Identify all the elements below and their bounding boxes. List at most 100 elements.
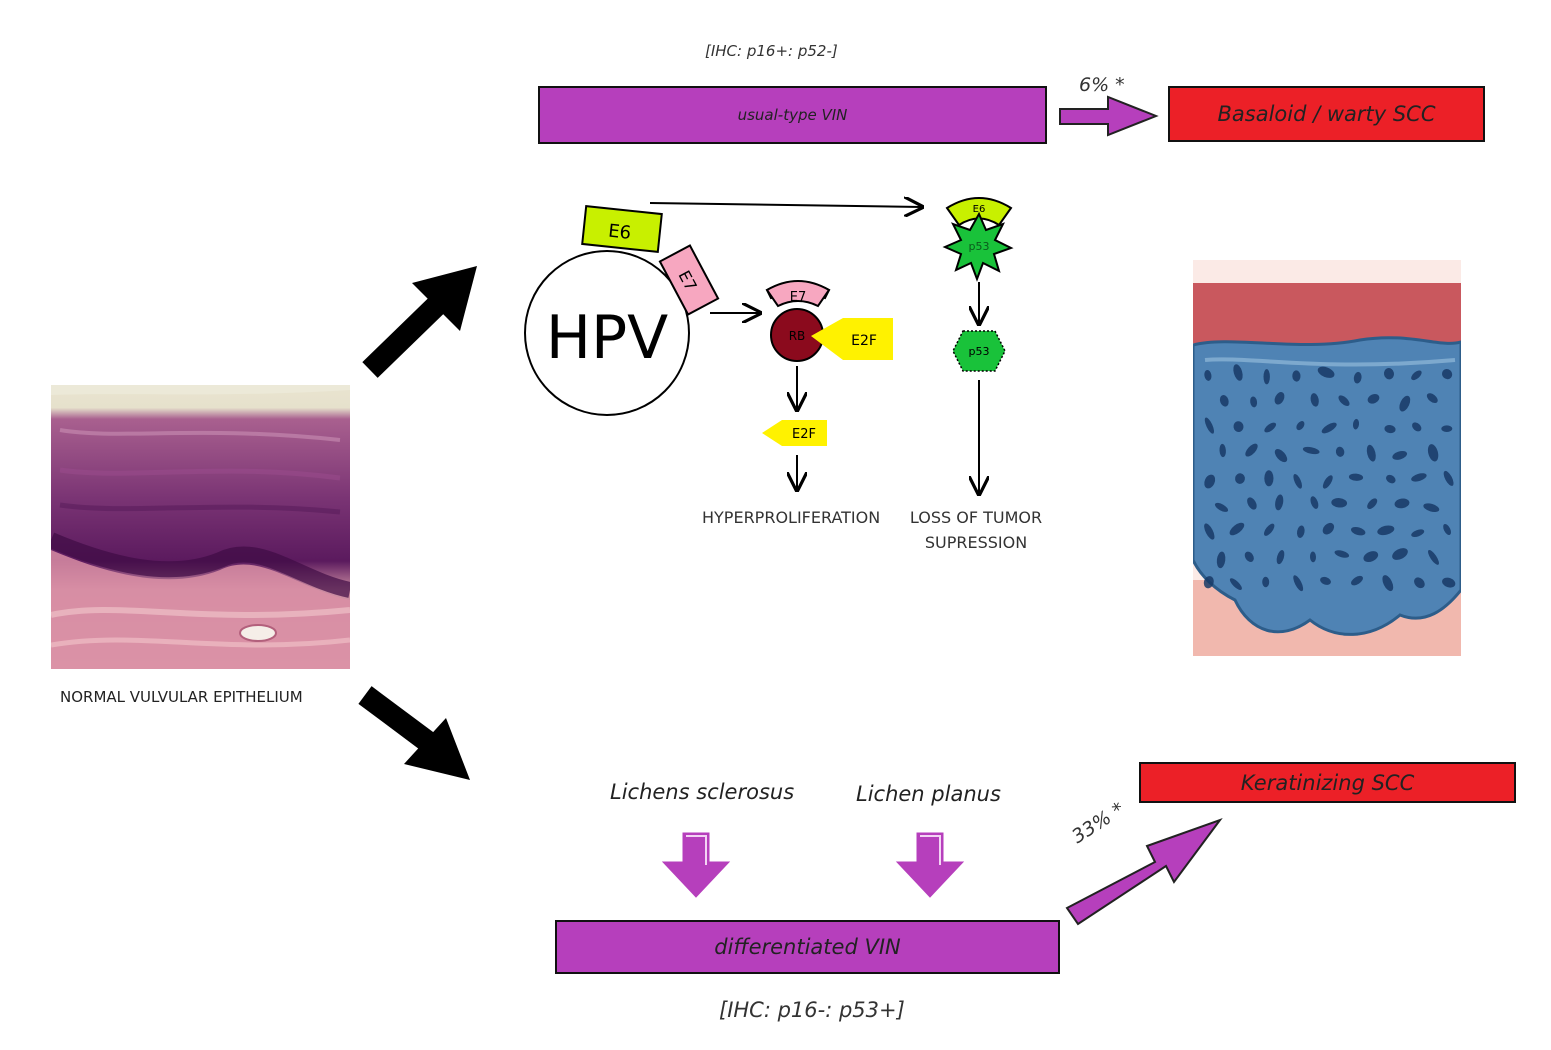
tumor-nucleus xyxy=(1428,549,1439,565)
tumor-nucleus xyxy=(1229,522,1245,536)
lichen-planus-arrow xyxy=(895,832,965,898)
tumor-nucleus xyxy=(1296,421,1305,431)
tumor-nucleus xyxy=(1411,370,1422,381)
tumor-nucleus xyxy=(1302,446,1320,455)
hpv-virion xyxy=(524,250,690,416)
tumor-nucleus xyxy=(1247,497,1257,510)
tumor-nucleus xyxy=(1384,425,1396,434)
tumor-nucleus xyxy=(1203,576,1214,589)
tumor-nucleus xyxy=(1351,575,1363,586)
tumor-nucleus xyxy=(1338,395,1350,406)
tumor-nucleus xyxy=(1443,523,1451,536)
svg-text:E6: E6 xyxy=(607,221,632,244)
p53-protein xyxy=(952,330,1006,372)
tumor-nucleus xyxy=(1423,503,1440,512)
arrow-to-hpv-pathway xyxy=(362,266,477,378)
svg-text:p53: p53 xyxy=(969,345,990,358)
e7-protein: E7 xyxy=(658,244,720,316)
svg-text:E2F: E2F xyxy=(792,427,816,442)
tumor-nucleus xyxy=(1233,421,1244,432)
tumor-nucleus xyxy=(1264,422,1277,433)
tumor-nucleus xyxy=(1334,550,1350,558)
usual-type-vin-box: usual-type VIN xyxy=(538,86,1047,144)
tumor-nucleus xyxy=(1383,368,1395,380)
tumor-nucleus xyxy=(1274,449,1288,463)
hyperproliferation-label: HYPERPROLIFERATION xyxy=(702,508,881,527)
tumor-nucleus xyxy=(1204,369,1212,381)
lichen-sclerosus-arrow xyxy=(661,832,731,898)
tumor-nucleus xyxy=(1276,550,1285,565)
svg-text:E2F: E2F xyxy=(851,333,877,349)
tumor-nucleus xyxy=(1392,450,1408,460)
usual-type-vin-label: usual-type VIN xyxy=(737,106,848,124)
tumor-nucleus xyxy=(1426,393,1438,403)
arrow-to-differentiated-pathway xyxy=(358,686,470,780)
tumor-nucleus xyxy=(1216,551,1226,569)
tumor-nucleus xyxy=(1335,446,1345,457)
tumor-nucleus xyxy=(1310,496,1319,509)
ihc-usual-vin: [IHC: p16+: p52-] xyxy=(705,42,838,60)
tumor-nucleus xyxy=(1331,498,1348,508)
tumor-nucleus xyxy=(1296,525,1305,538)
tumor-nucleus xyxy=(1293,575,1304,592)
tumor-nucleus xyxy=(1414,577,1425,589)
tumor-nucleus xyxy=(1321,422,1337,434)
tumor-nucleus xyxy=(1411,473,1427,482)
tumor-nucleus xyxy=(1394,498,1410,509)
keratinizing-scc-label: Keratinizing SCC xyxy=(1240,770,1415,795)
tumor-nucleus xyxy=(1377,525,1395,536)
tumor-nucleus xyxy=(1386,474,1396,484)
tumor-nucleus xyxy=(1309,551,1317,563)
lichen-planus-label: Lichen planus xyxy=(856,782,1001,806)
tumor-nucleus xyxy=(1351,527,1366,536)
tumor-nucleus xyxy=(1352,418,1360,430)
tumor-nucleus xyxy=(1441,369,1453,380)
tumor-nucleus xyxy=(1320,576,1331,585)
tumor-nucleus xyxy=(1427,444,1439,462)
arrow-e6-to-p53 xyxy=(649,203,922,207)
tumor-nucleus xyxy=(1275,494,1284,511)
tumor-nucleus xyxy=(1367,393,1380,404)
tumor-nucleus xyxy=(1235,473,1245,484)
tumor-nucleus xyxy=(1399,395,1411,412)
svg-text:p53: p53 xyxy=(969,240,990,253)
tumor-nucleus xyxy=(1442,577,1456,588)
tumor-nucleus xyxy=(1204,474,1216,489)
tumor-nucleus xyxy=(1363,551,1379,563)
e2f-bound xyxy=(811,318,893,360)
tumor-nucleus xyxy=(1443,470,1454,486)
tumor-nucleus xyxy=(1292,370,1301,382)
differentiated-vin-box: differentiated VIN xyxy=(555,920,1060,974)
scc-illustration xyxy=(1193,260,1461,656)
tumor-nuclei xyxy=(1203,364,1456,592)
svg-text:E7: E7 xyxy=(790,290,807,305)
tumor-nucleus xyxy=(1229,578,1242,590)
e6-bound xyxy=(945,197,1013,227)
tumor-nucleus xyxy=(1367,498,1378,510)
differentiated-vin-label: differentiated VIN xyxy=(714,935,901,959)
lichen-sclerosus-label: Lichens sclerosus xyxy=(610,780,795,804)
normal-epithelium-caption: NORMAL VULVULAR EPITHELIUM xyxy=(60,688,303,706)
tumor-nucleus xyxy=(1204,417,1215,434)
tumor-nucleus xyxy=(1214,502,1229,512)
progression-arrow-top xyxy=(1059,95,1159,137)
tumor-nucleus xyxy=(1322,522,1335,535)
hpv-label: HPV xyxy=(546,303,668,373)
progression-rate-top: 6% * xyxy=(1079,74,1125,96)
svg-text:E6: E6 xyxy=(973,204,986,215)
tumor-nucleus xyxy=(1274,392,1285,405)
e2f-free xyxy=(762,420,827,446)
svg-text:RB: RB xyxy=(789,329,806,343)
tumor-nucleus xyxy=(1264,470,1274,487)
tumor-nucleus xyxy=(1348,473,1364,481)
tumor-nucleus xyxy=(1411,529,1425,538)
tumor-nucleus xyxy=(1392,548,1408,560)
tumor-nucleus xyxy=(1262,576,1270,588)
basaloid-warty-scc-label: Basaloid / warty SCC xyxy=(1217,102,1436,126)
keratinizing-scc-box: Keratinizing SCC xyxy=(1139,762,1516,803)
tumor-nucleus xyxy=(1353,371,1362,384)
normal-epithelium-image xyxy=(51,385,350,669)
tumor-nucleus xyxy=(1441,425,1453,433)
tumor-nucleus xyxy=(1250,396,1258,408)
